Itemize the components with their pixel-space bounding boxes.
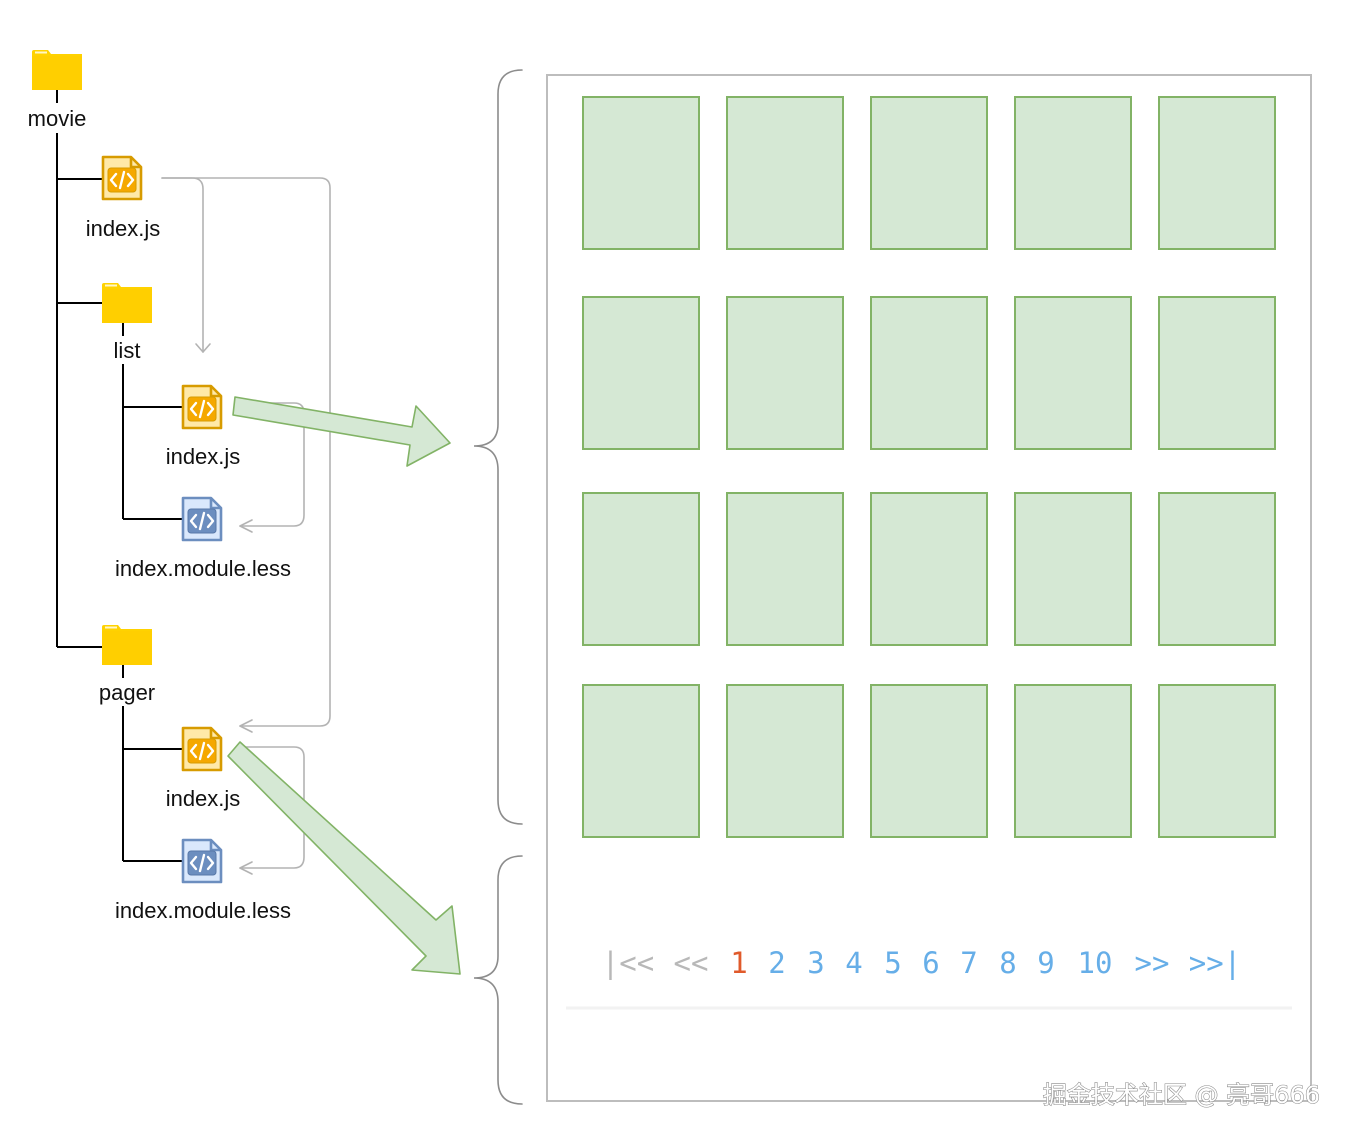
movie-card[interactable]: [726, 492, 844, 646]
movie-card[interactable]: [582, 296, 700, 450]
movie-card[interactable]: [1158, 684, 1276, 838]
tree-node-list-index-js[interactable]: index.js: [166, 384, 241, 469]
node-label: index.js: [86, 216, 161, 241]
node-label: index.js: [166, 444, 241, 469]
movie-card-grid: [582, 96, 1276, 838]
node-label: movie: [28, 106, 87, 131]
js-file-icon: [181, 726, 223, 772]
tree-node-pager-index-less[interactable]: index.module.less: [115, 838, 291, 923]
node-label: index.js: [166, 786, 241, 811]
page-next-button[interactable]: >>: [1135, 946, 1170, 980]
tree-node-pager-index-js[interactable]: index.js: [166, 726, 241, 811]
tree-node-list[interactable]: list: [102, 283, 152, 363]
movie-card[interactable]: [726, 96, 844, 250]
brace-list: [473, 69, 523, 825]
less-file-icon: [181, 496, 223, 542]
folder-icon: [32, 50, 82, 90]
movie-card[interactable]: [1014, 96, 1132, 250]
movie-card[interactable]: [870, 96, 988, 250]
movie-card[interactable]: [582, 96, 700, 250]
watermark: 掘金技术社区 @ 亮哥666: [1043, 1081, 1320, 1109]
movie-card[interactable]: [1158, 492, 1276, 646]
page-number[interactable]: 3: [807, 946, 824, 980]
movie-card[interactable]: [726, 296, 844, 450]
node-label: list: [114, 338, 141, 363]
pagination: |<< << 1 2 3 4 5 6 7 8 9 10 >> >>|: [602, 946, 1241, 980]
movie-card[interactable]: [582, 492, 700, 646]
movie-card[interactable]: [870, 492, 988, 646]
list-to-grid-arrow: [232, 396, 451, 467]
page-number[interactable]: 8: [999, 946, 1016, 980]
node-label: index.module.less: [115, 556, 291, 581]
js-file-icon: [101, 155, 143, 201]
folder-icon: [102, 625, 152, 665]
page-prev-button[interactable]: <<: [674, 946, 709, 980]
movie-card[interactable]: [870, 684, 988, 838]
page-number[interactable]: 6: [922, 946, 939, 980]
tree-node-list-index-less[interactable]: index.module.less: [115, 496, 291, 581]
pagination-bar: [560, 930, 1298, 1006]
movie-card[interactable]: [582, 684, 700, 838]
page-first-button[interactable]: |<<: [602, 946, 654, 980]
page-number[interactable]: 5: [884, 946, 901, 980]
page-number[interactable]: 10: [1078, 946, 1113, 980]
page-number[interactable]: 2: [768, 946, 785, 980]
page-number[interactable]: 1: [730, 946, 747, 980]
tree-node-pager[interactable]: pager: [99, 625, 155, 705]
page-number[interactable]: 7: [960, 946, 977, 980]
movie-card[interactable]: [1158, 296, 1276, 450]
brace-pager: [473, 855, 523, 1105]
node-label: index.module.less: [115, 898, 291, 923]
movie-card[interactable]: [1158, 96, 1276, 250]
tree-lines: [56, 88, 183, 862]
tree-node-movie[interactable]: movie: [28, 50, 87, 131]
page-number[interactable]: 4: [845, 946, 862, 980]
folder-icon: [102, 283, 152, 323]
page-number[interactable]: 9: [1037, 946, 1054, 980]
page-last-button[interactable]: >>|: [1189, 946, 1241, 980]
movie-card[interactable]: [1014, 296, 1132, 450]
node-label: pager: [99, 680, 155, 705]
movie-card[interactable]: [1014, 684, 1132, 838]
movie-card[interactable]: [1014, 492, 1132, 646]
less-file-icon: [181, 838, 223, 884]
pager-to-pagination-arrow: [227, 741, 461, 975]
movie-card[interactable]: [870, 296, 988, 450]
js-file-icon: [181, 384, 223, 430]
tree-node-index-js[interactable]: index.js: [86, 155, 161, 241]
movie-card[interactable]: [726, 684, 844, 838]
